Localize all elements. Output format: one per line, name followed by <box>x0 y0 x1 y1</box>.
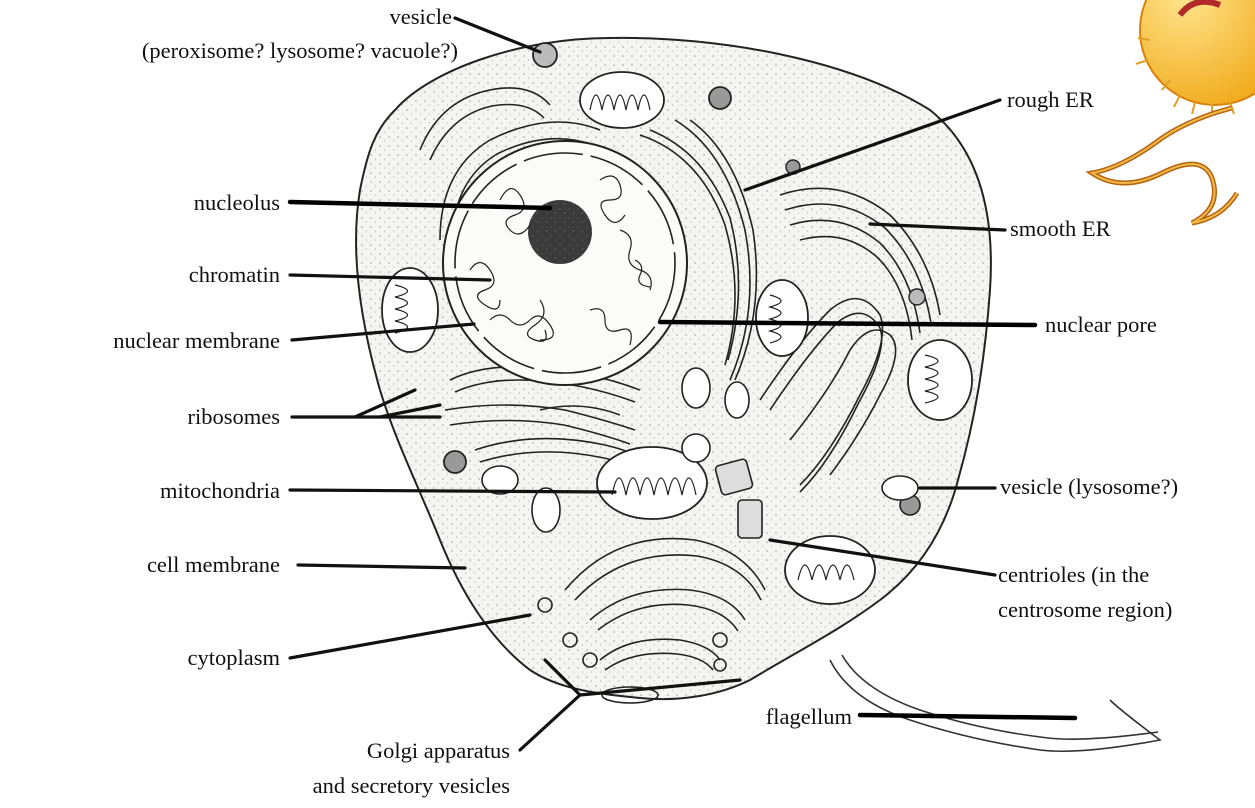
nucleus <box>443 141 687 385</box>
label-cell-membrane: cell membrane <box>147 552 280 577</box>
label-centrioles-line2: centrosome region) <box>998 597 1172 622</box>
label-smooth-er: smooth ER <box>1010 216 1111 241</box>
mitochondrion <box>908 340 972 420</box>
label-flagellum: flagellum <box>766 704 853 729</box>
mitochondrion <box>785 536 875 604</box>
label-vesicle-top-sub: (peroxisome? lysosome? vacuole?) <box>142 38 458 63</box>
mitochondrion <box>382 268 438 352</box>
label-vesicle-top: vesicle <box>390 4 452 29</box>
label-nuclear-pore: nuclear pore <box>1045 312 1157 337</box>
label-mitochondria: mitochondria <box>160 478 280 503</box>
label-ribosomes: ribosomes <box>188 404 281 429</box>
label-vesicle-lysosome: vesicle (lysosome?) <box>1000 474 1178 499</box>
label-nuclear-membrane: nuclear membrane <box>113 328 280 353</box>
label-nucleolus: nucleolus <box>194 190 280 215</box>
label-chromatin: chromatin <box>189 262 280 287</box>
mitochondrion <box>756 280 808 356</box>
bacterium-clipart <box>1092 0 1255 223</box>
label-cytoplasm: cytoplasm <box>188 645 281 670</box>
label-rough-er: rough ER <box>1007 87 1094 112</box>
label-golgi-line1: Golgi apparatus <box>367 738 510 763</box>
label-golgi-line2: and secretory vesicles <box>313 773 510 798</box>
label-centrioles-line1: centrioles (in the <box>998 562 1149 587</box>
mitochondrion <box>580 72 664 128</box>
flagellum-shape <box>830 655 1160 751</box>
